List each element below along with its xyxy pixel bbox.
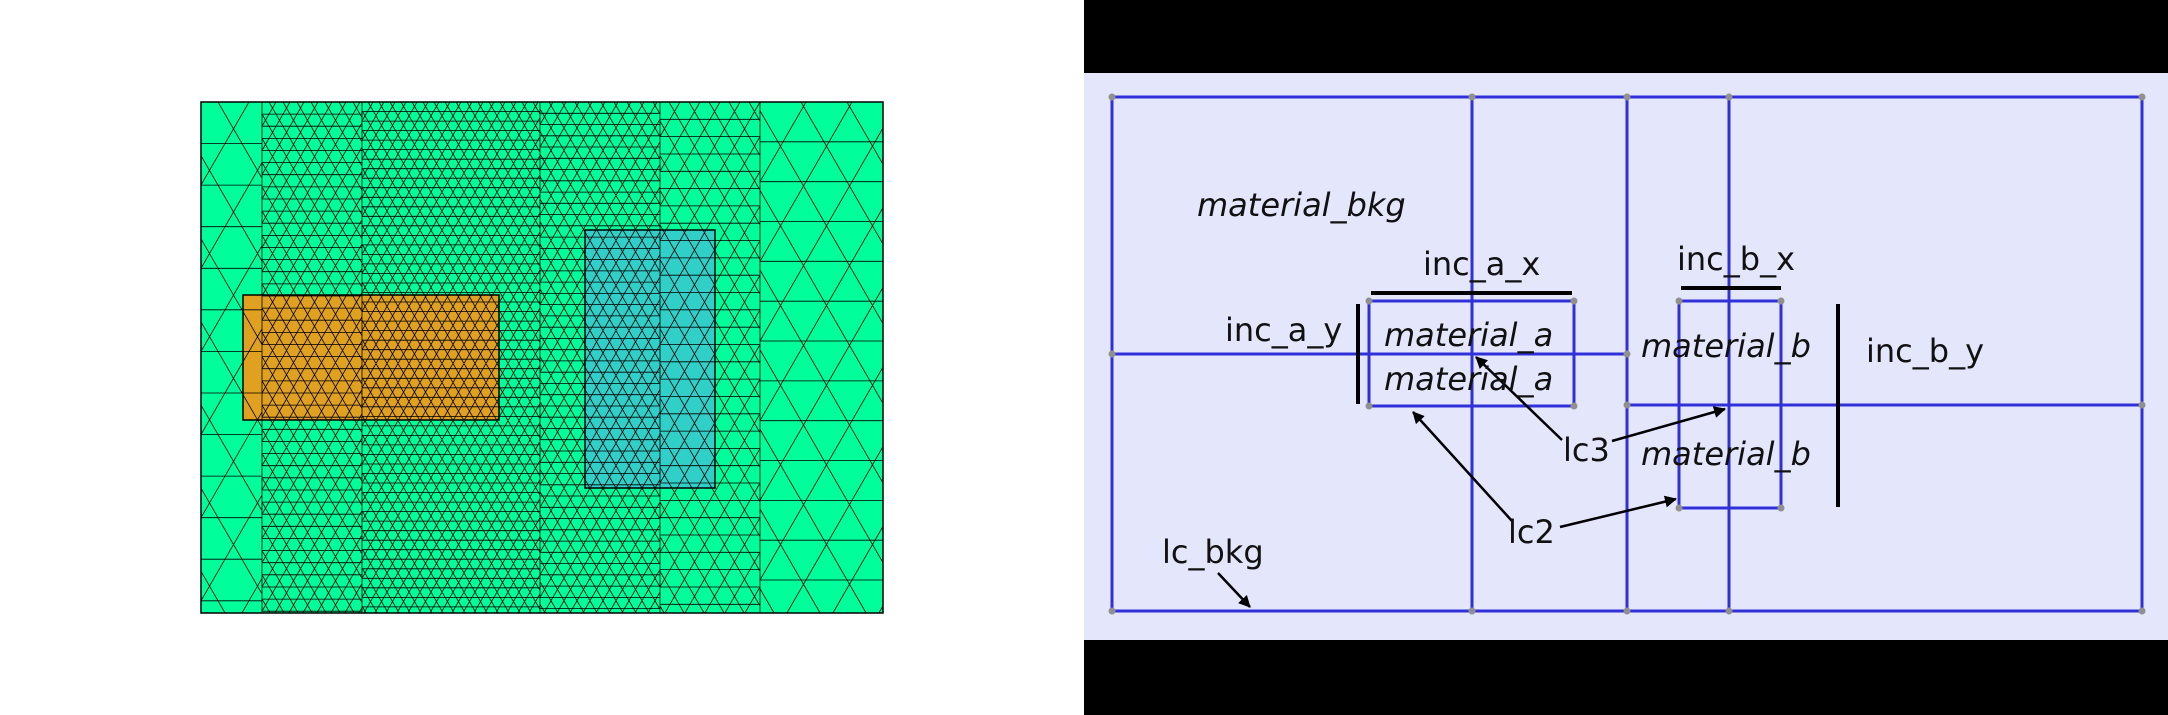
geometry-points (1108, 93, 2146, 615)
geometry-point (1675, 504, 1683, 512)
geometry-point (1468, 607, 1476, 615)
mesh-inclusion-b-outline (584, 229, 716, 489)
lc2-arrow-a (1412, 411, 1513, 522)
mesh-inclusion-a-outline (242, 294, 500, 421)
material-a-top-label: material_a (1384, 316, 1553, 354)
inc-a-x-label: inc_a_x (1423, 245, 1540, 283)
geometry-panel: material_bkg inc_a_x inc_b_x inc_a_y inc… (1084, 0, 2168, 715)
geometry-point (1675, 297, 1683, 305)
geometry-point (1623, 607, 1631, 615)
lc3-arrow-b (1611, 406, 1726, 443)
geometry-point (2138, 607, 2146, 615)
lc-bkg-label: lc_bkg (1162, 533, 1264, 571)
lc3-arrow-a (1475, 356, 1563, 441)
geometry-point (2138, 93, 2146, 101)
mesh-inclusion-b (585, 230, 715, 488)
geometry-point (1623, 93, 1631, 101)
geometry-point (1623, 401, 1631, 409)
geometry-point (1623, 350, 1631, 358)
dimension-bars (1356, 286, 1840, 507)
material-b-top-label: material_b (1641, 327, 1811, 365)
geometry-point (1365, 402, 1373, 410)
mesh-panel (200, 101, 884, 614)
material-b-bottom-label: material_b (1641, 435, 1811, 473)
annotation-arrows (1217, 356, 1726, 608)
letterbox-bottom (1084, 640, 2168, 715)
geometry-labels: material_bkg inc_a_x inc_b_x inc_a_y inc… (1162, 186, 1984, 571)
inc-a-y-label: inc_a_y (1225, 311, 1342, 349)
geometry-point (1725, 93, 1733, 101)
lc2-label: lc2 (1508, 513, 1555, 551)
material-a-bottom-label: material_a (1384, 360, 1553, 398)
geometry-point (1108, 607, 1116, 615)
geometry-point (1108, 350, 1116, 358)
inc-b-y-label: inc_b_y (1866, 332, 1984, 370)
inclusion-a-box (1367, 299, 1576, 408)
inc-b-x-label: inc_b_x (1677, 240, 1795, 278)
mesh-domain-border (200, 101, 884, 614)
mesh-triangles (201, 102, 883, 613)
geometry-point (1468, 93, 1476, 101)
geometry-point (1777, 297, 1785, 305)
inclusion-b-box (1677, 299, 1783, 510)
geometry-point (1570, 402, 1578, 410)
geometry-point (1570, 297, 1578, 305)
lc3-label: lc3 (1563, 431, 1610, 469)
lc-bkg-arrow (1217, 572, 1251, 608)
geometry-point (1108, 93, 1116, 101)
geometry-point (1365, 297, 1373, 305)
geometry-point (1725, 607, 1733, 615)
lc2-arrow-b (1559, 495, 1677, 529)
letterbox-top (1084, 0, 2168, 73)
geometry-point (2138, 401, 2146, 409)
material-bkg-label: material_bkg (1197, 186, 1406, 224)
geometry-point (1777, 504, 1785, 512)
